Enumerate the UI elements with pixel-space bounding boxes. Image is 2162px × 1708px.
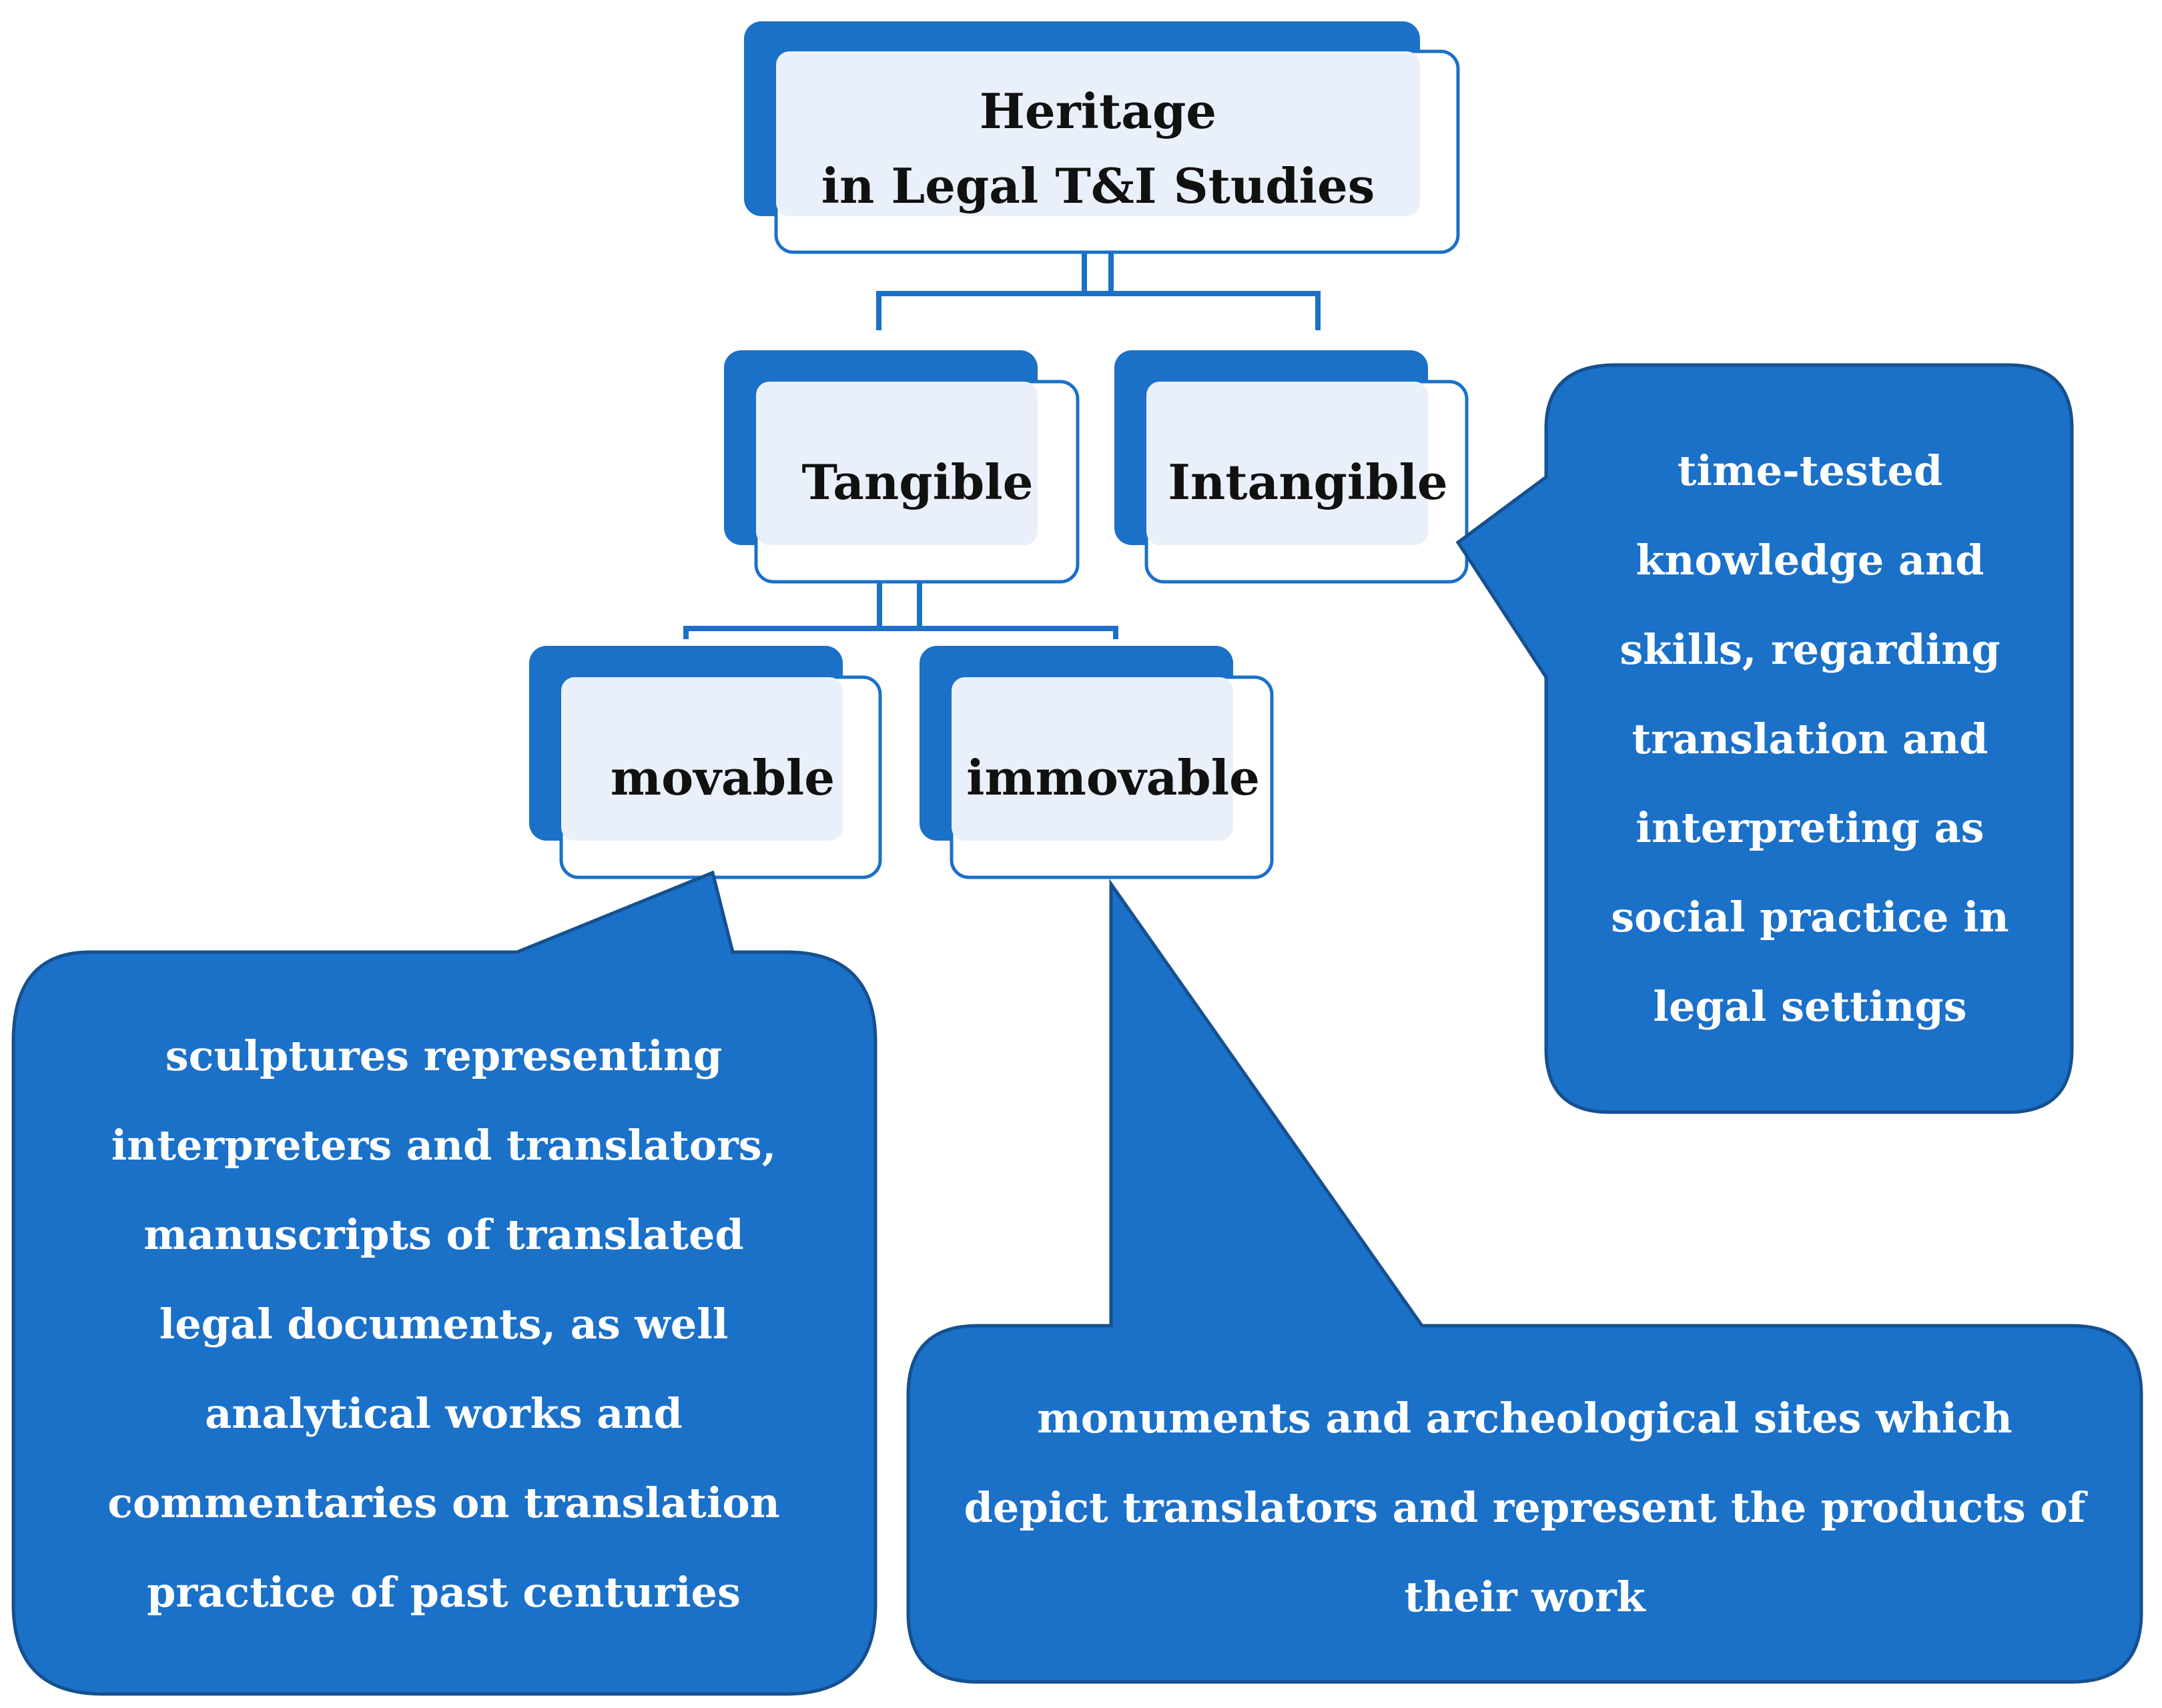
movable-label: movable (610, 749, 835, 806)
intangible-label: Intangible (1168, 453, 1448, 510)
callout-immovable-text: monuments and archeological sites which … (964, 1394, 2086, 1621)
connector-root-to-categories (876, 254, 1321, 330)
root-label-line1: Heritage (979, 82, 1217, 139)
callout-movable-text: sculptures representing interpreters and… (107, 1031, 780, 1617)
root-node (744, 21, 1460, 254)
immovable-node (920, 646, 1274, 879)
immovable-label: immovable (966, 749, 1260, 806)
callout-intangible-shape (1455, 363, 2074, 1114)
root-label: Heritage in Legal T&I Studies (776, 67, 1420, 230)
callout-movable-shape (11, 870, 877, 1696)
tangible-node (724, 350, 1080, 584)
tangible-label: Tangible (801, 453, 1034, 510)
intangible-node (1114, 350, 1469, 584)
callout-intangible-text: time-tested knowledge and skills, regard… (1611, 446, 2009, 1031)
movable-node (529, 646, 882, 879)
root-label-line2: in Legal T&I Studies (821, 157, 1375, 214)
callout-immovable-shape (906, 879, 2143, 1684)
